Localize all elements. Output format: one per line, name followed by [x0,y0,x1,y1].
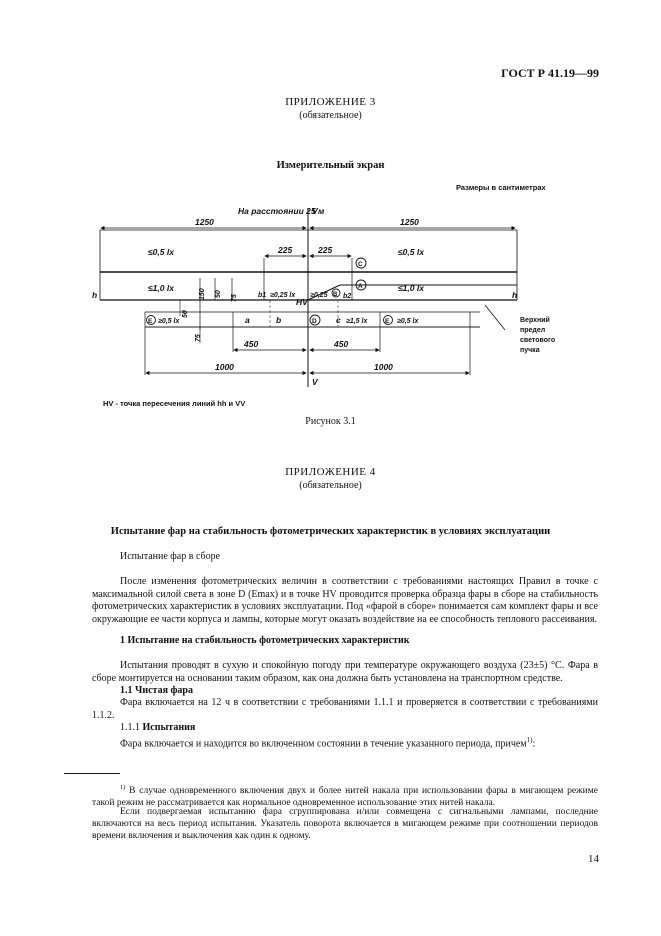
zone-a-marker: A [358,283,363,290]
subsection-1-1-1-title: Испытания [142,722,196,733]
zone-b-marker: B [333,292,338,298]
subheading: Испытание фар в сборе [120,551,221,562]
distance-label: На расстоянии 25 м [238,206,325,216]
axis-h-right: h [512,290,517,300]
zone-mid-left: ≤1,0 lx [148,283,175,293]
subsection-1-1: 1.1 Чистая фара [120,685,193,696]
zone-mid-right: ≤1,0 lx [398,283,425,293]
upper-limit-line2: предел [520,327,545,334]
label-b: b [276,315,281,325]
label-a: a [245,315,250,325]
dim-1250-right: 1250 [400,217,419,227]
measuring-screen-figure: Размеры в сантиметрах На расстоянии 25 м… [92,183,555,408]
footnote-separator [64,773,120,774]
paragraph-4-text: Фара включается и находится во включенно… [120,738,527,750]
axis-h-left: h [92,290,97,300]
dim-150: 150 [199,288,206,300]
footnote-1: 1) В случае одновременного включения дву… [92,782,598,809]
point-bottom-left: ≥0,5 lx [158,318,180,325]
upper-limit-line4: пучка [520,347,540,354]
paragraph-2: Испытания проводят в сухую и спокойную п… [92,660,598,684]
footnote-reference: 1) [526,736,533,744]
footnote-1-text: В случае одновременного включения двух и… [92,786,598,809]
zone-top-left: ≤0,5 lx [148,247,175,257]
dim-1250-left: 1250 [195,217,214,227]
subsection-1-1-1-number: 1.1.1 [120,722,140,733]
appendix3-title: ПРИЛОЖЕНИЕ 3 [285,96,376,108]
dim-1000-right: 1000 [374,362,393,372]
label-hv: HV [296,297,309,307]
point-b1-value: ≥0,25 lx [270,292,296,299]
axis-v-top: V [312,206,319,216]
label-b1: b1 [258,292,266,299]
figure-legend: HV - точка пересечения линий hh и VV [103,399,245,408]
label-c: c [336,315,341,325]
point-b2-value: ≥0,25 [310,292,328,299]
dim-1000-left: 1000 [215,362,234,372]
dim-50-bottom: 50 [182,310,189,318]
dim-450-left: 450 [243,339,258,349]
appendix3-status: (обязательное) [299,110,362,121]
footnote-mark: 1) [120,784,126,791]
appendix4-heading: Испытание фар на стабильность фотометрич… [110,526,551,537]
footnote-2: Если подвергаемая испытанию фара сгруппи… [92,807,598,841]
upper-limit-line3: светового [520,337,555,344]
paragraph-1: После изменения фотометрических величин … [92,576,598,625]
paragraph-3: Фара включается на 12 ч в соответствии с… [92,697,598,721]
dim-225-right: 225 [317,245,332,255]
dim-75-bottom: 75 [195,334,202,342]
paragraph-4: Фара включается и находится во включенно… [92,734,598,751]
appendix4-title: ПРИЛОЖЕНИЕ 4 [285,466,376,478]
appendix4-status: (обязательное) [299,480,362,491]
axis-v-bottom: V [312,377,319,387]
document-code: ГОСТ Р 41.19—99 [501,66,599,80]
zone-c-marker: C [358,261,363,268]
figure-caption: Рисунок 3.1 [305,416,356,427]
dim-225-left: 225 [277,245,292,255]
zone-top-right: ≤0,5 lx [398,247,425,257]
dim-450-right: 450 [333,339,348,349]
dim-75-left: 75 [231,294,238,302]
zone-d-marker: D [312,318,317,325]
paragraph-4-end: : [532,738,536,750]
subsection-1-1-1: 1.1.1 Испытания [92,722,598,735]
point-bottom-right: ≥0,5 lx [397,318,419,325]
point-c-value: ≥1,5 lx [346,318,368,325]
section-title: Измерительный экран [276,160,385,171]
section-1-title: 1 Испытание на стабильность фотометричес… [120,635,410,646]
units-note: Размеры в сантиметрах [456,183,546,192]
zone-e-left-marker: E [148,318,153,325]
upper-limit-line1: Верхний [520,316,550,324]
page-number: 14 [588,853,599,865]
dim-50: 50 [215,290,222,298]
label-b2: b2 [343,293,351,300]
zone-e-right-marker: E [385,318,390,325]
